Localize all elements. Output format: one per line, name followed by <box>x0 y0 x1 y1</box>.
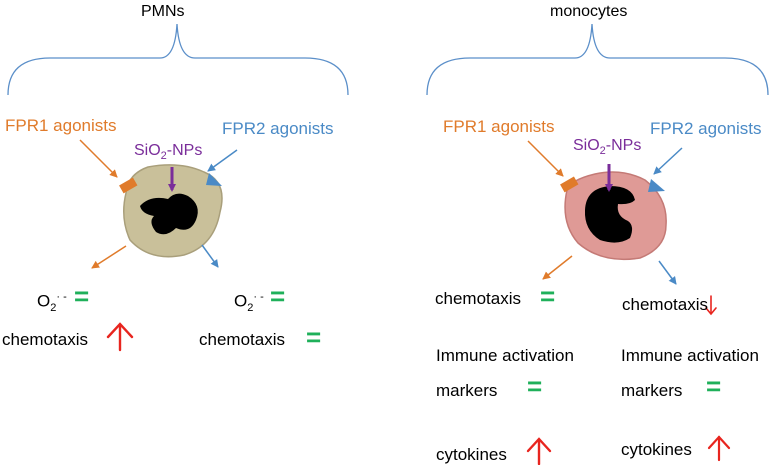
monocyte-markers-right-sign: = <box>706 371 722 401</box>
monocyte-chemotaxis-left-sign: = <box>540 281 556 311</box>
monocyte-cytokines-right: cytokines <box>621 440 692 459</box>
monocyte-fpr2-label: FPR2 agonists <box>650 119 762 138</box>
monocyte-cytokines-left: cytokines <box>436 445 507 464</box>
pmn-fpr2-outcome-arrow <box>201 244 219 268</box>
monocyte-markers-left-sign: = <box>527 371 543 401</box>
monocyte-fpr1-label: FPR1 agonists <box>443 117 555 136</box>
pmn-fpr2-arrow <box>207 149 238 172</box>
pmn-superoxide-right-sign: = <box>270 281 286 311</box>
monocyte-title: monocytes <box>550 3 628 20</box>
pmn-cell <box>119 164 223 258</box>
pmn-brace <box>7 23 349 96</box>
pmn-fpr1-arrow <box>79 139 118 178</box>
pmn-superoxide-left: O2· - <box>37 291 67 315</box>
monocyte-fpr1-outcome-arrow <box>542 255 573 280</box>
pmn-chemotaxis-right: chemotaxis <box>199 330 285 349</box>
monocyte-fpr2-receptor <box>648 179 665 192</box>
monocyte-cell <box>560 171 667 261</box>
monocyte-cytokines-up-arrow-left <box>526 437 552 465</box>
pmn-fpr1-outcome-arrow <box>91 245 127 269</box>
monocyte-markers-right: markers <box>621 381 683 400</box>
monocyte-chemotaxis-right: chemotaxis <box>622 295 708 314</box>
monocyte-fpr1-receptor <box>560 176 579 193</box>
monocyte-fpr2-outcome-arrow <box>658 260 677 285</box>
monocyte-nucleus <box>584 186 635 243</box>
monocyte-fpr1-arrow <box>527 140 564 177</box>
monocyte-cytokines-up-arrow-right <box>707 435 731 462</box>
monocyte-chemotaxis-down-arrow <box>705 295 717 316</box>
monocyte-markers-left: markers <box>436 381 498 400</box>
monocyte-immune-right: Immune activation <box>621 346 759 365</box>
monocyte-chemotaxis-left: chemotaxis <box>435 289 521 308</box>
monocyte-fpr2-arrow <box>653 147 683 175</box>
pmn-chemotaxis-up-arrow <box>106 322 134 352</box>
pmn-fpr2-label: FPR2 agonists <box>222 119 334 138</box>
pmn-fpr1-label: FPR1 agonists <box>5 116 117 135</box>
monocyte-immune-left: Immune activation <box>436 346 574 365</box>
pmn-nucleus <box>140 193 198 235</box>
monocyte-brace <box>426 23 769 96</box>
pmn-nanoparticle-label: SiO2-NPs <box>134 142 203 163</box>
pmn-superoxide-left-sign: = <box>74 281 90 311</box>
pmn-title: PMNs <box>141 3 185 20</box>
pmn-chemotaxis-left: chemotaxis <box>2 330 88 349</box>
monocyte-nanoparticle-label: SiO2-NPs <box>573 137 642 158</box>
pmn-fpr1-receptor <box>119 177 138 194</box>
pmn-chemotaxis-right-sign: = <box>306 322 322 352</box>
pmn-fpr2-receptor <box>206 173 222 186</box>
pmn-superoxide-right: O2· - <box>234 291 264 315</box>
